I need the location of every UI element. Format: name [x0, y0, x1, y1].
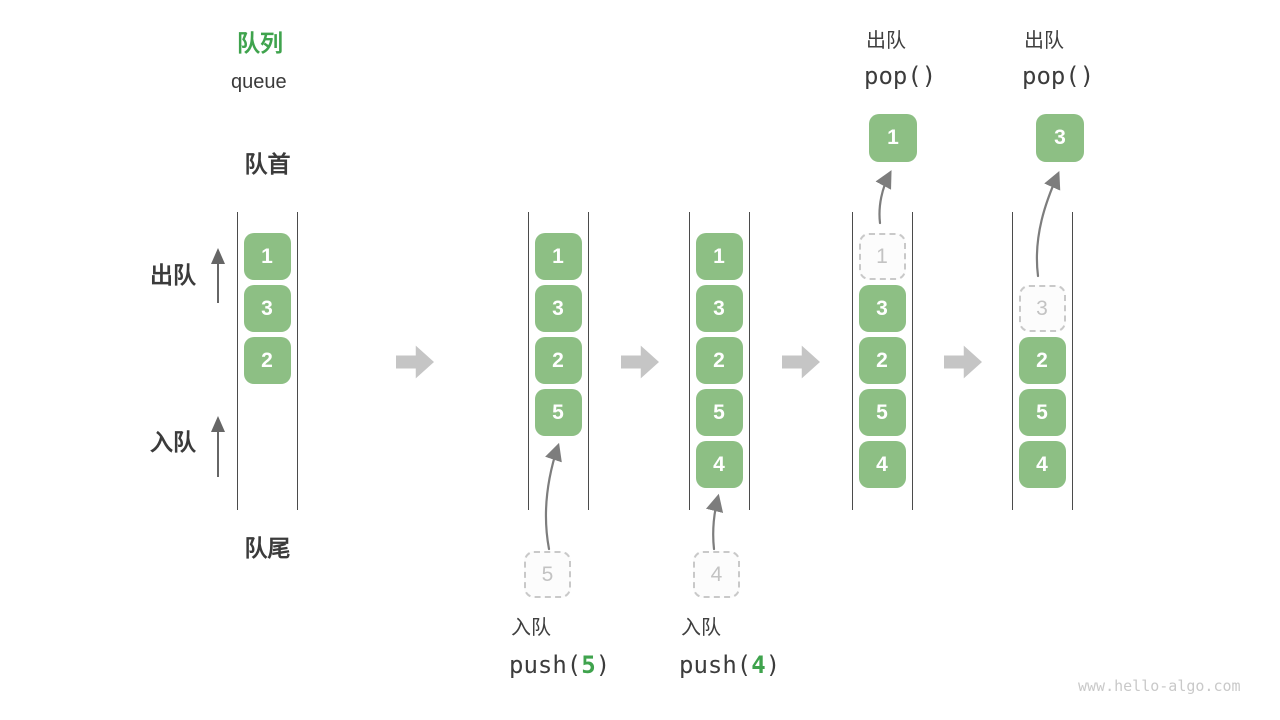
diagram-title-zh: 队列: [237, 30, 283, 56]
queue-state-3: 1 3 2 5 4: [689, 212, 750, 510]
queue-item: 1: [243, 233, 291, 280]
incoming-item-ghost: 5: [524, 551, 571, 598]
queue-item: 3: [858, 285, 906, 332]
up-arrow-icon: [211, 416, 225, 477]
queue-front-label: 队首: [244, 151, 291, 177]
popped-item-ghost: 3: [1018, 285, 1066, 332]
dequeue-op-code: pop(): [864, 62, 937, 90]
curved-arrow-icon: [705, 493, 724, 551]
queue-item: 4: [695, 441, 743, 488]
queue-item: 4: [1018, 441, 1066, 488]
diagram-title-en: queue: [231, 71, 287, 93]
curved-arrow-icon: [1035, 170, 1061, 278]
code-arg: 4: [751, 651, 766, 679]
queue-item: 2: [695, 337, 743, 384]
popped-item-ghost: 1: [858, 233, 906, 280]
queue-state-4: 1 3 2 5 4: [852, 212, 913, 510]
curved-arrow-icon: [875, 170, 892, 225]
dequeue-op-code: pop(): [1022, 62, 1095, 90]
enqueue-op-label: 入队: [681, 617, 721, 639]
queue-state-5: 3 2 5 4: [1012, 212, 1073, 510]
enqueue-direction-label: 入队: [150, 429, 196, 455]
incoming-item-ghost: 4: [693, 551, 740, 598]
queue-item: 2: [1018, 337, 1066, 384]
enqueue-op-label: 入队: [511, 617, 551, 639]
code-text: push(: [679, 651, 752, 679]
popped-item: 1: [869, 114, 917, 162]
queue-item: 1: [534, 233, 582, 280]
up-arrow-icon: [211, 248, 225, 303]
dequeue-direction-label: 出队: [150, 262, 196, 288]
right-block-arrow-icon: [944, 345, 982, 379]
queue-item: 5: [534, 389, 582, 436]
queue-state-2: 1 3 2 5: [528, 212, 589, 510]
queue-state-1: 1 3 2: [237, 212, 298, 510]
curved-arrow-icon: [544, 442, 562, 551]
queue-item: 1: [695, 233, 743, 280]
queue-item: 3: [243, 285, 291, 332]
queue-item: 3: [534, 285, 582, 332]
queue-item: 5: [695, 389, 743, 436]
queue-item: 4: [858, 441, 906, 488]
dequeue-op-label: 出队: [866, 30, 906, 52]
code-text: push(: [509, 651, 582, 679]
right-block-arrow-icon: [396, 345, 434, 379]
watermark: www.hello-algo.com: [1078, 677, 1241, 695]
dequeue-op-label: 出队: [1024, 30, 1064, 52]
queue-item: 2: [858, 337, 906, 384]
queue-item: 2: [534, 337, 582, 384]
code-arg: 5: [581, 651, 596, 679]
code-text: ): [765, 651, 781, 679]
popped-item: 3: [1036, 114, 1084, 162]
queue-rear-label: 队尾: [244, 535, 291, 561]
queue-item: 3: [695, 285, 743, 332]
right-block-arrow-icon: [621, 345, 659, 379]
right-block-arrow-icon: [782, 345, 820, 379]
queue-item: 5: [1018, 389, 1066, 436]
enqueue-op-code: push(5): [509, 653, 610, 677]
code-text: ): [595, 651, 611, 679]
enqueue-op-code: push(4): [679, 653, 780, 677]
queue-item: 5: [858, 389, 906, 436]
queue-item: 2: [243, 337, 291, 384]
